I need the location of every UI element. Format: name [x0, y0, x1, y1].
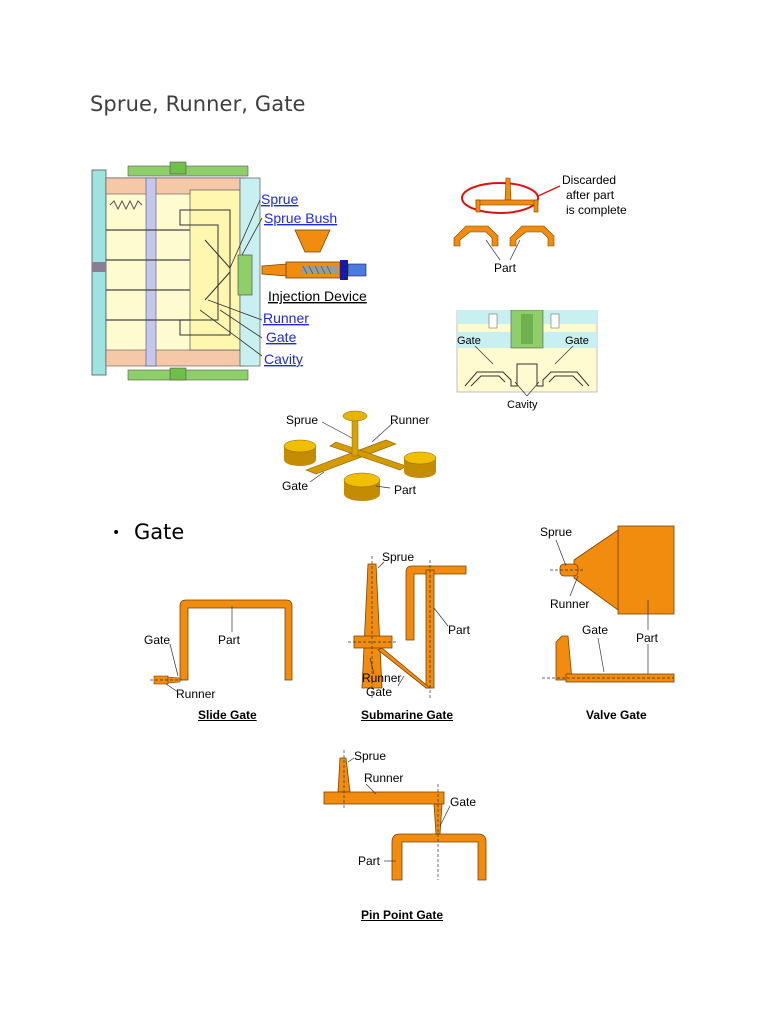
submarine-gate-diagram: Sprue Part Runner Gate — [348, 550, 471, 699]
injection-device-label: Injection Device — [268, 288, 367, 304]
gate-heading: Gate — [134, 520, 185, 544]
valve-gate-sprue-label: Sprue — [540, 525, 572, 539]
part-label: Part — [494, 261, 517, 275]
valve-gate-part-label: Part — [636, 631, 659, 645]
discarded-label-line2: after part — [566, 188, 615, 202]
cavity-link[interactable]: Cavity — [264, 351, 303, 367]
submarine-gate-caption: Submarine Gate — [361, 708, 454, 722]
valve-gate-gate-label: Gate — [582, 623, 608, 637]
submarine-gate-runner-label: Runner — [362, 671, 401, 685]
disc-right — [403, 451, 437, 478]
pinpoint-gate-label: Gate — [450, 795, 476, 809]
cavity-gates-diagram: Gate Gate Cavity — [456, 310, 598, 411]
bullet-symbol: • — [112, 525, 121, 541]
runner-link[interactable]: Runner — [263, 310, 309, 326]
valve-gate-caption: Valve Gate — [586, 708, 647, 722]
valve-gate-runner-label: Runner — [550, 597, 589, 611]
runner3d-sprue-label: Sprue — [286, 413, 318, 427]
sprue-link[interactable]: Sprue — [261, 191, 299, 207]
sprue-bush-link[interactable]: Sprue Bush — [264, 210, 337, 226]
runner-3d-diagram: Sprue Runner Gate Part — [282, 410, 437, 501]
discarded-label-line3: is complete — [566, 203, 627, 217]
valve-gate-diagram: Sprue Runner Gate Part — [540, 525, 675, 683]
runner3d-gate-label: Gate — [282, 479, 308, 493]
runner3d-part-label: Part — [394, 483, 417, 497]
pinpoint-sprue-label: Sprue — [354, 749, 386, 763]
gate-bullet: • Gate — [112, 520, 184, 544]
page-title: Sprue, Runner, Gate — [90, 92, 306, 116]
slide-gate-diagram: Gate Part Runner — [144, 599, 293, 701]
disc-bottom — [343, 472, 381, 501]
pin-point-gate-diagram: Sprue Runner Gate Part — [323, 749, 487, 881]
runner3d-runner-label: Runner — [390, 413, 429, 427]
discarded-label-line1: Discarded — [562, 173, 616, 187]
slide-gate-caption: Slide Gate — [198, 708, 257, 722]
submarine-gate-gate-label: Gate — [366, 685, 392, 699]
disc-top-left — [283, 439, 317, 466]
cavity-label: Cavity — [507, 399, 538, 411]
cavity-gate-right-label: Gate — [565, 335, 589, 347]
pinpoint-runner-label: Runner — [364, 771, 403, 785]
submarine-gate-part-label: Part — [448, 623, 471, 637]
slide-gate-runner-label: Runner — [176, 687, 215, 701]
mold-cross-section-diagram: Sprue Sprue Bush Injection Device Runner… — [91, 161, 367, 381]
gate-link[interactable]: Gate — [266, 329, 297, 345]
pinpoint-part-label: Part — [358, 854, 381, 868]
submarine-gate-sprue-label: Sprue — [382, 550, 414, 564]
slide-gate-gate-label: Gate — [144, 633, 170, 647]
discarded-runner-diagram: Discarded after part is complete Part — [453, 173, 627, 275]
cavity-gate-left-label: Gate — [457, 335, 481, 347]
pin-point-gate-caption: Pin Point Gate — [361, 908, 444, 922]
slide-gate-part-label: Part — [218, 633, 241, 647]
